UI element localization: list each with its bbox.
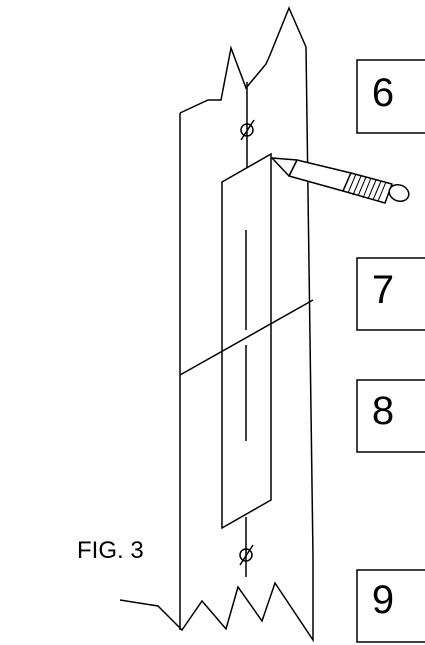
template-strip [221, 152, 272, 530]
step-box-7-number: 7 [372, 268, 394, 312]
step-box-8: 8 [356, 379, 425, 453]
step-box-9-number: 9 [372, 578, 394, 622]
figure-label: FIG. 3 [77, 537, 144, 564]
hole-symbol-bottom [239, 544, 254, 566]
pencil-icon [271, 157, 410, 204]
hole-symbol-top [240, 119, 255, 141]
step-box-6-number: 6 [372, 71, 394, 115]
step-box-7: 7 [356, 257, 425, 331]
diagonal-cut-line [179, 299, 314, 376]
step-box-9: 9 [356, 569, 425, 643]
jamb-board [119, 6, 314, 643]
step-box-8-number: 8 [372, 389, 394, 433]
step-box-6: 6 [356, 59, 425, 134]
